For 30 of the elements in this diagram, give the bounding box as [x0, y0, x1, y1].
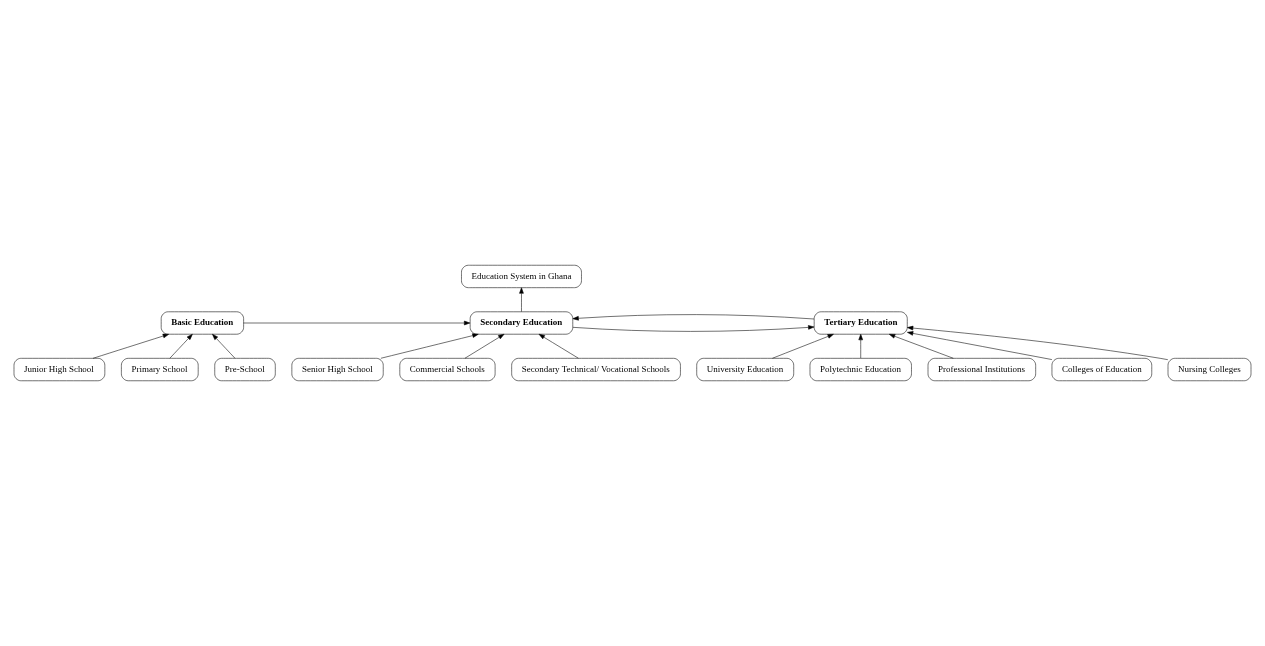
arrow	[212, 333, 236, 359]
arrow	[92, 333, 169, 359]
node-box: Secondary Technical/ Vocational Schools	[511, 358, 681, 382]
node-box: Senior High School	[291, 358, 384, 382]
arrow	[858, 333, 863, 359]
node-box: Commercial Schools	[399, 358, 496, 382]
arrow	[169, 333, 193, 359]
node-box: Nursing Colleges	[1167, 358, 1252, 382]
node-box: Colleges of Education	[1051, 358, 1153, 382]
arrow	[464, 333, 505, 359]
node-box: Primary School	[121, 358, 199, 382]
node-box: University Education	[696, 358, 794, 382]
arrow	[380, 333, 479, 359]
arrow	[889, 334, 954, 359]
arrow	[572, 325, 815, 332]
node-box: Basic Education	[160, 311, 244, 335]
arrow	[772, 334, 834, 359]
arrow	[519, 287, 524, 312]
node-box: Pre-School	[214, 358, 276, 382]
node-box: Polytechnic Education	[809, 358, 912, 382]
node-box: Professional Institutions	[927, 358, 1036, 382]
node-box: Junior High School	[13, 358, 106, 382]
node-box: Tertiary Education	[813, 311, 908, 335]
node-box: Secondary Education	[469, 311, 574, 335]
arrow	[243, 320, 471, 326]
arrow	[538, 333, 579, 359]
arrow	[907, 331, 1053, 360]
node-box: Education System in Ghana	[461, 264, 582, 288]
arrow	[907, 325, 1169, 360]
arrow	[572, 314, 815, 321]
